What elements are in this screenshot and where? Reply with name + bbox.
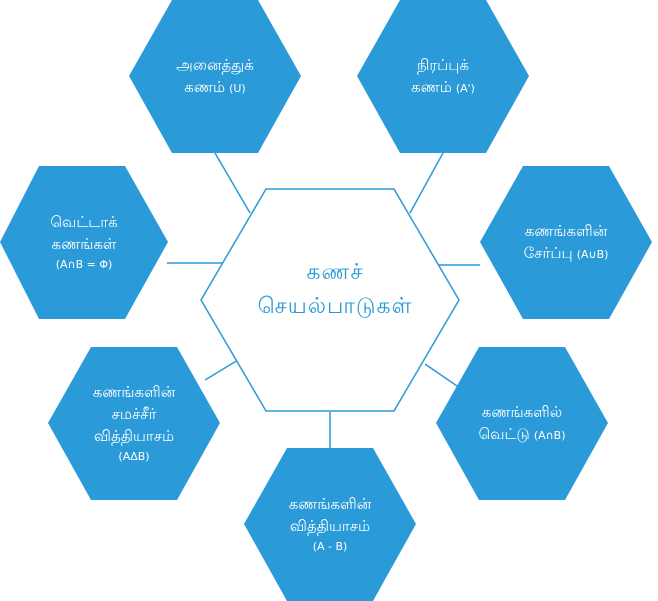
center-title: கணச் செயல்பாடுகள் — [200, 240, 470, 340]
center-title-line2: செயல்பாடுகள் — [257, 294, 413, 319]
connector-symmetric-difference — [204, 359, 239, 381]
hex-universal — [129, 0, 301, 153]
connector-universal — [214, 152, 251, 214]
hex-complement — [357, 0, 529, 153]
hex-union — [480, 166, 652, 319]
hex-difference — [244, 448, 416, 601]
hex-disjoint — [0, 166, 168, 319]
center-hexagon — [200, 188, 460, 412]
center-title-line1: கணச் — [306, 260, 364, 285]
connector-complement — [409, 152, 444, 214]
hex-intersection — [436, 347, 608, 500]
hex-symmetric-difference — [48, 347, 220, 500]
connector-intersection — [424, 363, 461, 389]
